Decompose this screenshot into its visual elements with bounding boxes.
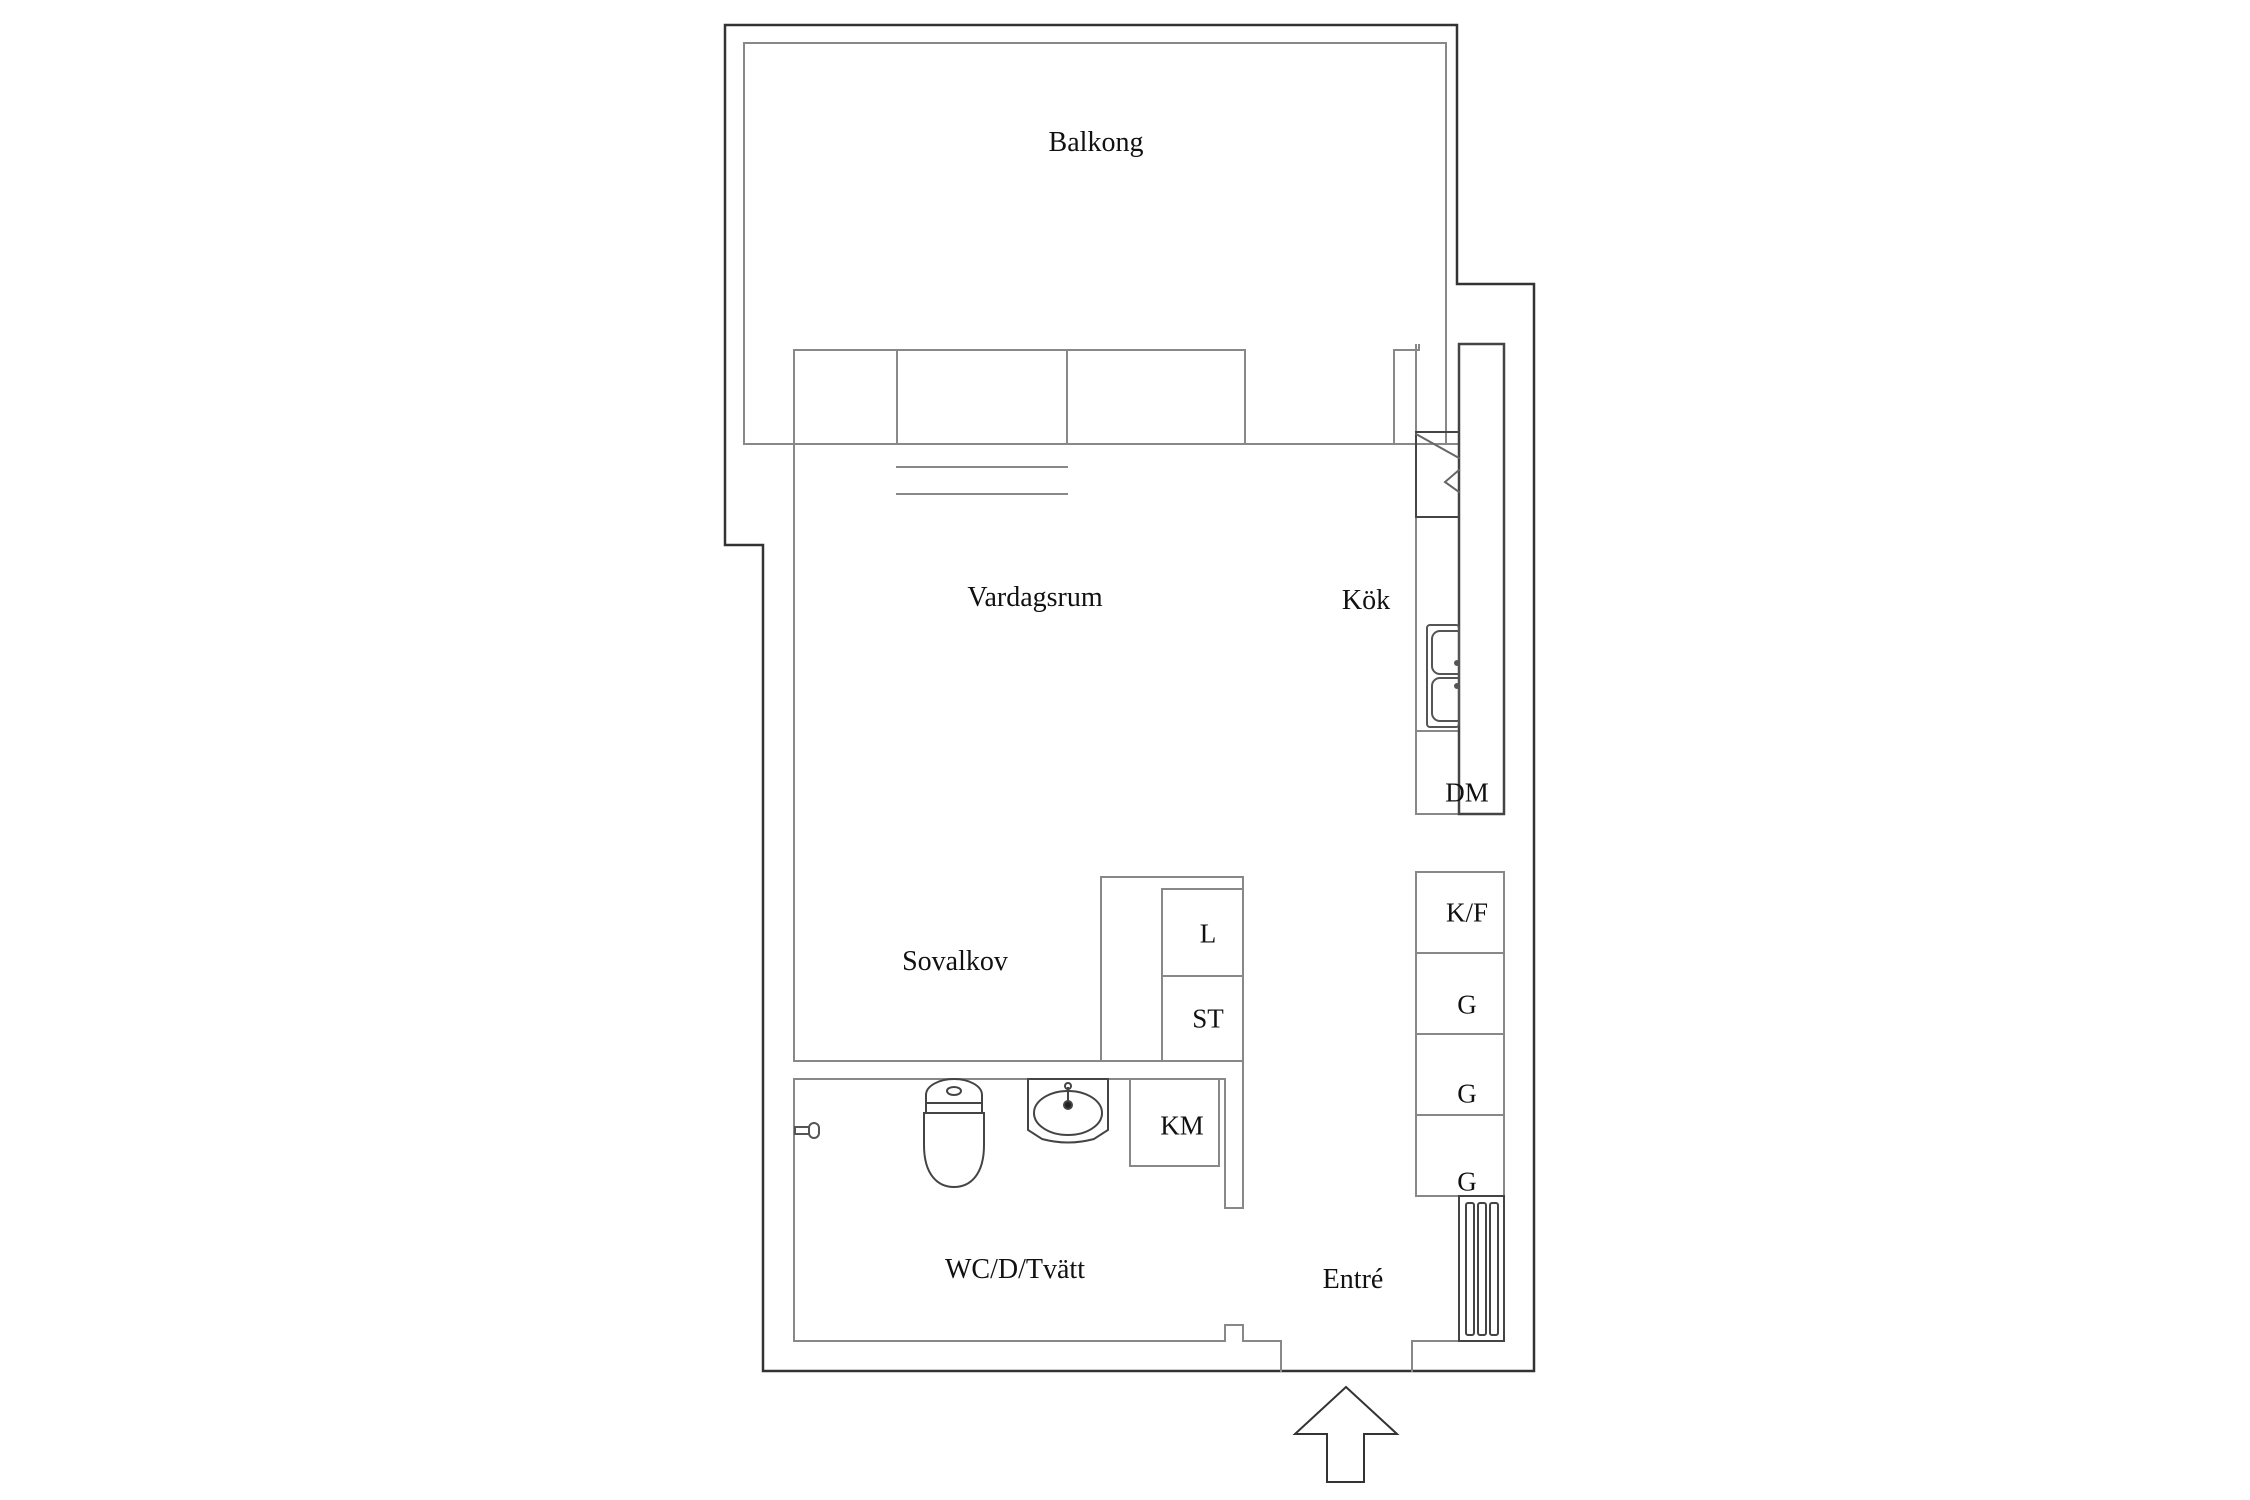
outer-walls bbox=[723, 23, 1536, 1373]
wardrobe-units bbox=[1415, 871, 1505, 1197]
fixture-label-g2: G bbox=[1457, 1078, 1477, 1109]
shower-head-icon bbox=[794, 1122, 820, 1139]
fixture-label-kf: K/F bbox=[1445, 897, 1489, 928]
fixture-label-l: L bbox=[1199, 918, 1217, 949]
wash-basin-icon bbox=[1027, 1078, 1109, 1144]
fixture-label-g1: G bbox=[1457, 989, 1477, 1020]
room-label-entre: Entré bbox=[1322, 1264, 1384, 1295]
kitchen-counter bbox=[1415, 344, 1460, 815]
fixture-label-g3: G bbox=[1457, 1166, 1477, 1197]
room-label-vardagsrum: Vardagsrum bbox=[967, 582, 1103, 613]
room-label-kok: Kök bbox=[1341, 585, 1391, 616]
fixture-label-dm: DM bbox=[1445, 777, 1489, 808]
closet-units bbox=[1161, 888, 1244, 1062]
upper-cabinet bbox=[1457, 342, 1506, 816]
room-label-balkong: Balkong bbox=[1048, 127, 1144, 158]
balcony-outline bbox=[743, 42, 1458, 445]
washing-machine-box bbox=[1129, 1078, 1220, 1167]
room-label-wc-d-tvatt: WC/D/Tvätt bbox=[945, 1254, 1085, 1285]
entrance-arrow-icon bbox=[1292, 1385, 1400, 1483]
toilet-icon bbox=[923, 1078, 985, 1189]
stove-icon bbox=[1414, 431, 1461, 518]
room-label-sovalkov: Sovalkov bbox=[902, 946, 1008, 977]
radiator-icon bbox=[1458, 1195, 1505, 1342]
balcony-door-window bbox=[896, 349, 1395, 495]
fixture-label-st: ST bbox=[1192, 1003, 1224, 1034]
kitchen-sink-icon bbox=[1426, 624, 1460, 728]
fixture-label-km: KM bbox=[1160, 1110, 1204, 1141]
interior-walls bbox=[793, 344, 1460, 1372]
